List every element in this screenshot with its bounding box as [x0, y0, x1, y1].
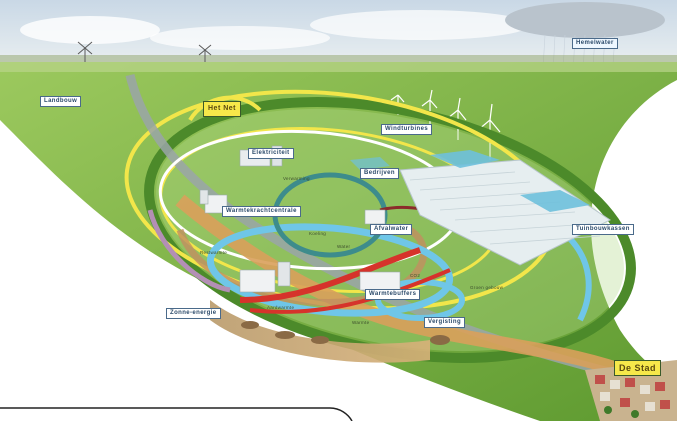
label-het-net: Het Net	[203, 101, 242, 117]
label-windturbines: Windturbines	[381, 124, 433, 135]
flow-label-warmte: Warmte	[352, 320, 370, 325]
cloud	[20, 16, 160, 44]
red-flow-1	[239, 247, 421, 303]
flow-label-water: Water	[337, 244, 351, 249]
label-zonne-energie: Zonne-energie	[166, 308, 221, 319]
flow-label-co2: CO2	[410, 273, 421, 278]
factory-icon	[199, 189, 401, 293]
underground-storage	[210, 300, 450, 363]
label-tuinbouwkassen: Tuinbouwkassen	[572, 224, 634, 235]
yellow-feed-line	[188, 95, 262, 122]
label-warmtekrachtcentrale: Warmtekrachtcentrale	[222, 206, 301, 217]
flow-label-aardwarmte: Aardwarmte	[267, 305, 295, 310]
purple-flow	[147, 209, 231, 293]
label-elektriciteit: Elektriciteit	[248, 148, 294, 159]
orange-flow	[175, 194, 623, 377]
flow-label-koeling: Koeling	[309, 231, 327, 236]
label-afvalwater: Afvalwater	[370, 224, 413, 235]
flow-label-verwarming: Verwarming	[283, 176, 310, 181]
horizon	[0, 55, 677, 63]
windmill-icon	[77, 41, 212, 62]
label-de-stad: De Stad	[614, 360, 662, 376]
label-landbouw: Landbouw	[40, 96, 82, 107]
blue-ring-large	[206, 223, 454, 317]
rain-cloud	[505, 2, 665, 38]
flow-label-gebouw: Groen gebouw	[470, 285, 504, 290]
label-vergisting: Vergisting	[424, 317, 466, 328]
red-flow-2	[249, 268, 451, 314]
greenhouse-complex	[350, 150, 611, 266]
label-bedrijven: Bedrijven	[360, 168, 399, 179]
field-fade	[0, 62, 677, 72]
label-warmtebuffers: Warmtebuffers	[365, 289, 421, 300]
cloud	[150, 26, 330, 50]
flow-label-restwarmte: Restwarmte	[200, 250, 228, 255]
cloud	[310, 10, 530, 40]
callout-frame	[0, 407, 353, 421]
label-hemelwater: Hemelwater	[572, 38, 618, 49]
